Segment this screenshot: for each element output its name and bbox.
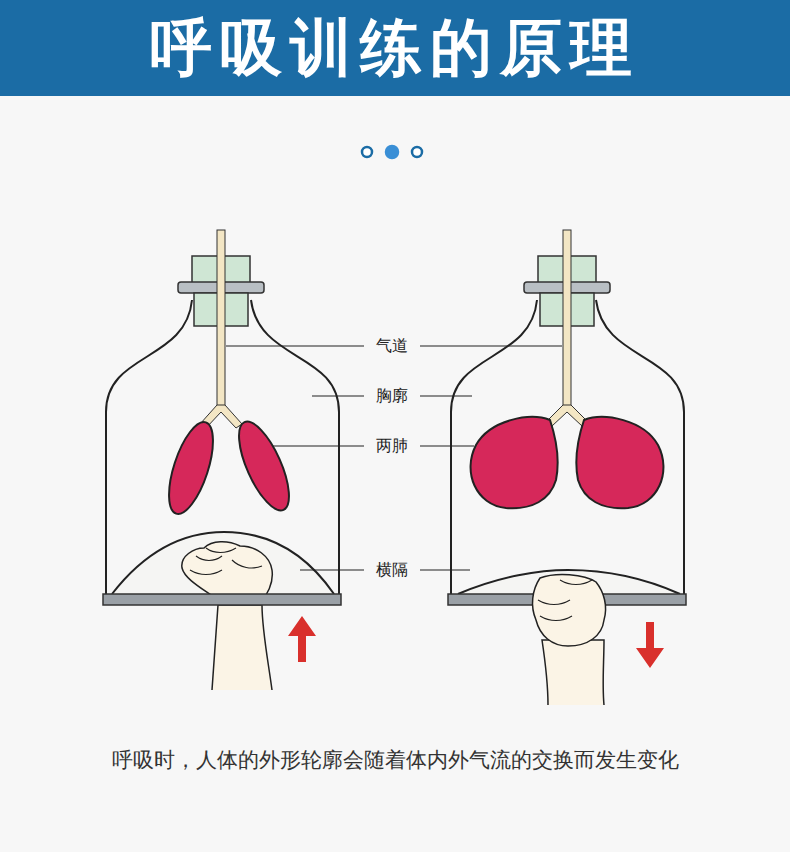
part-label: 气道 bbox=[376, 336, 408, 356]
part-label: 胸廓 bbox=[376, 386, 408, 406]
part-label: 横隔 bbox=[376, 560, 408, 580]
part-label: 两肺 bbox=[376, 436, 408, 456]
header-band bbox=[0, 0, 790, 96]
leader-lines bbox=[226, 346, 562, 570]
caption-text: 呼吸时，人体的外形轮廓会随着体内外气流的交换而发生变化 bbox=[0, 746, 790, 774]
right-jar bbox=[448, 230, 686, 705]
page-title: 呼吸训练的原理 bbox=[0, 0, 790, 96]
page-dots bbox=[362, 146, 422, 158]
left-jar bbox=[103, 230, 341, 690]
